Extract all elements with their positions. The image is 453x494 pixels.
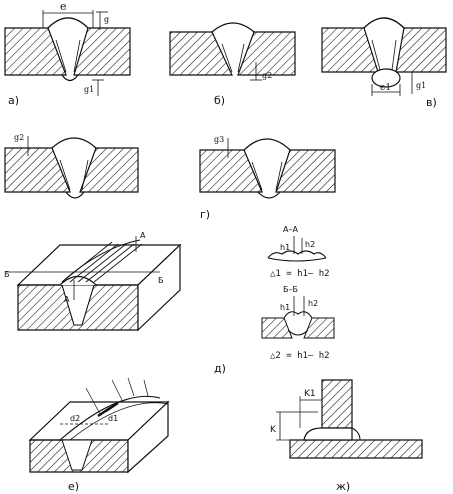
panel-e-d2: d2 xyxy=(70,414,80,423)
section-a-top-label: A xyxy=(140,231,146,240)
panel-d-block: A A Б Б xyxy=(4,231,182,332)
panel-a-label: а) xyxy=(8,94,19,107)
dim-k1-label: K1 xyxy=(304,389,316,399)
panel-e: d2 d1 е) xyxy=(28,377,170,493)
panel-v-label: в) xyxy=(426,96,437,109)
panel-zh: K K1 ж) xyxy=(270,379,423,493)
formula-1: △1 = h1– h2 xyxy=(270,269,330,279)
panel-g-label: г) xyxy=(200,208,210,221)
panel-g: g2 g3 г) xyxy=(4,133,336,221)
inset-aa-title: А–А xyxy=(283,225,298,234)
formula-2: △2 = h1– h2 xyxy=(270,351,330,361)
inset-aa: А–А h1 h2 △1 = h1– h2 xyxy=(267,225,330,279)
dim-g3-label: g3 xyxy=(214,135,224,144)
panel-d-label: д) xyxy=(214,362,226,375)
inset-bb: Б–Б h1 h2 △2 = h1– h2 xyxy=(261,285,335,361)
section-a-bottom-label: A xyxy=(64,295,70,304)
panel-v: e1 g1 в) xyxy=(321,17,447,109)
panel-a: e g g1 а) xyxy=(4,0,131,107)
inset-aa-h1: h1 xyxy=(280,243,290,252)
panel-b: g2 б) xyxy=(169,22,296,107)
dim-k-label: K xyxy=(270,425,277,435)
panel-e-label: е) xyxy=(68,480,79,493)
section-b-right-label: Б xyxy=(158,276,164,285)
panel-zh-label: ж) xyxy=(336,480,350,493)
dim-g2-label: g2 xyxy=(262,71,272,80)
inset-aa-h2: h2 xyxy=(305,240,315,249)
panel-b-label: б) xyxy=(214,94,225,107)
section-b-left-label: Б xyxy=(4,270,10,279)
inset-bb-h1: h1 xyxy=(280,303,290,312)
panel-e-d1: d1 xyxy=(108,414,118,423)
dim-g2-g-label: g2 xyxy=(14,133,24,142)
dim-g1-v-label: g1 xyxy=(416,81,426,90)
inset-bb-title: Б–Б xyxy=(283,285,298,294)
dim-g1-label: g1 xyxy=(84,85,94,94)
inset-bb-h2: h2 xyxy=(308,299,318,308)
dim-e1-label: e1 xyxy=(380,83,391,93)
dim-e-label: e xyxy=(60,0,67,13)
dim-g-label: g xyxy=(104,15,109,24)
